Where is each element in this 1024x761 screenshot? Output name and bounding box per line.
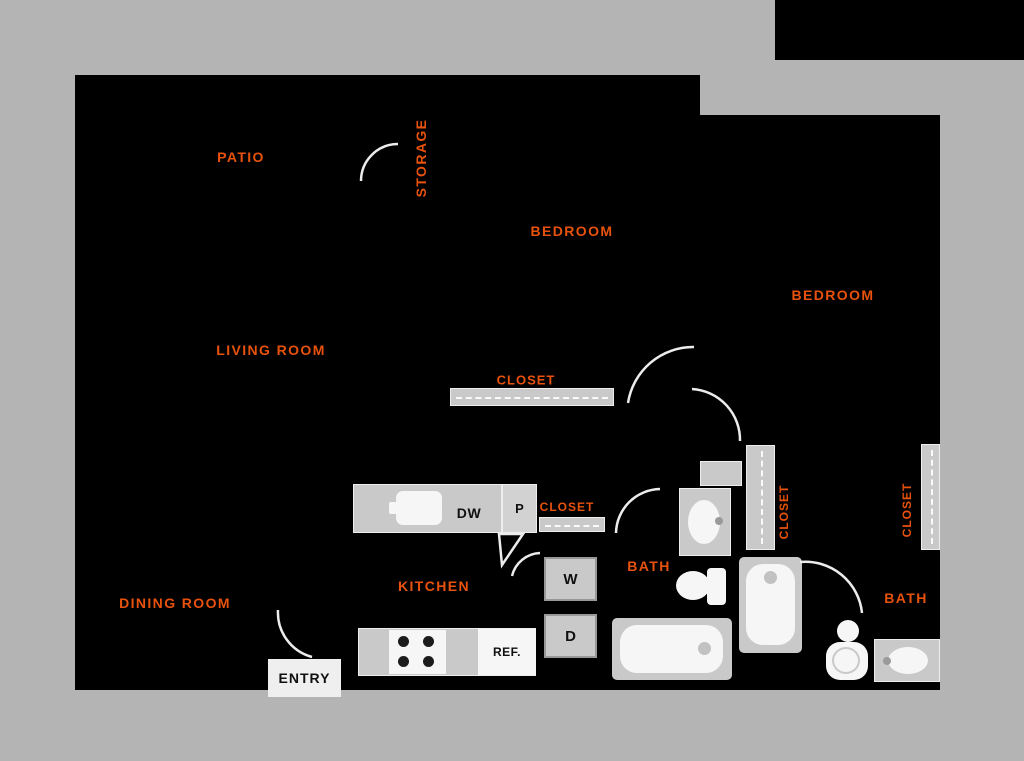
room-label-storage: STORAGE	[413, 118, 429, 198]
bath2-toilet-seat	[832, 647, 860, 674]
room-label-patio: PATIO	[217, 149, 265, 165]
room-label-closet-bedroom2: CLOSET	[900, 482, 914, 538]
entry-threshold: ENTRY	[268, 659, 341, 697]
dryer-box: D	[544, 614, 597, 658]
bath1-shelf	[700, 461, 742, 486]
entry-label: ENTRY	[278, 670, 331, 686]
closet-rod-main	[450, 388, 614, 406]
kitchen-sink	[396, 491, 442, 525]
room-label-living-room: LIVING ROOM	[216, 342, 326, 358]
hanger-rod	[545, 524, 599, 527]
room-label-closet-linen: CLOSET	[777, 484, 791, 540]
hanger-rod	[930, 450, 933, 544]
stove-burner	[398, 636, 409, 647]
pantry-cabinet: P	[502, 484, 537, 533]
bath2-toilet-bowl	[826, 642, 868, 680]
hanger-rod	[456, 397, 608, 399]
stove-burner	[398, 656, 409, 667]
bath1-sink	[688, 500, 720, 544]
room-label-bedroom1: BEDROOM	[530, 223, 614, 239]
kitchen-sink-faucet	[389, 502, 397, 514]
refrigerator-label: REF.	[492, 645, 521, 659]
washer-label: W	[563, 570, 578, 588]
bath2-toilet-tank	[837, 620, 859, 642]
bath1-toilet-tank	[707, 568, 726, 605]
bath1-toilet-bowl	[676, 571, 710, 600]
washer-box: W	[544, 557, 597, 601]
refrigerator: REF.	[478, 629, 536, 675]
room-label-bath2: BATH	[884, 590, 928, 606]
corner-block	[775, 0, 1024, 60]
dryer-label: D	[565, 627, 576, 645]
room-label-kitchen: KITCHEN	[397, 578, 471, 594]
stove-burner	[423, 656, 434, 667]
closet-linen-shelves	[746, 445, 775, 550]
bath1-faucet	[715, 517, 723, 525]
hanger-rod	[760, 451, 763, 544]
room-label-bath1: BATH	[627, 558, 671, 574]
closet-rod-hall	[539, 517, 605, 532]
room-label-bedroom2: BEDROOM	[791, 287, 875, 303]
room-label-closet-hall: CLOSET	[539, 500, 595, 514]
room-label-dining-room: DINING ROOM	[119, 595, 231, 611]
closet-bedroom2-shelves	[921, 444, 940, 550]
stove-burner	[423, 636, 434, 647]
bath2-faucet	[883, 657, 891, 665]
room-label-closet-main: CLOSET	[496, 372, 556, 388]
dishwasher-label: DW	[456, 505, 482, 521]
bath2-tub-drain	[764, 571, 777, 584]
bath2-sink	[888, 647, 928, 674]
pantry-label: P	[515, 501, 524, 516]
bath1-tub-drain	[698, 642, 711, 655]
stove	[389, 630, 446, 674]
